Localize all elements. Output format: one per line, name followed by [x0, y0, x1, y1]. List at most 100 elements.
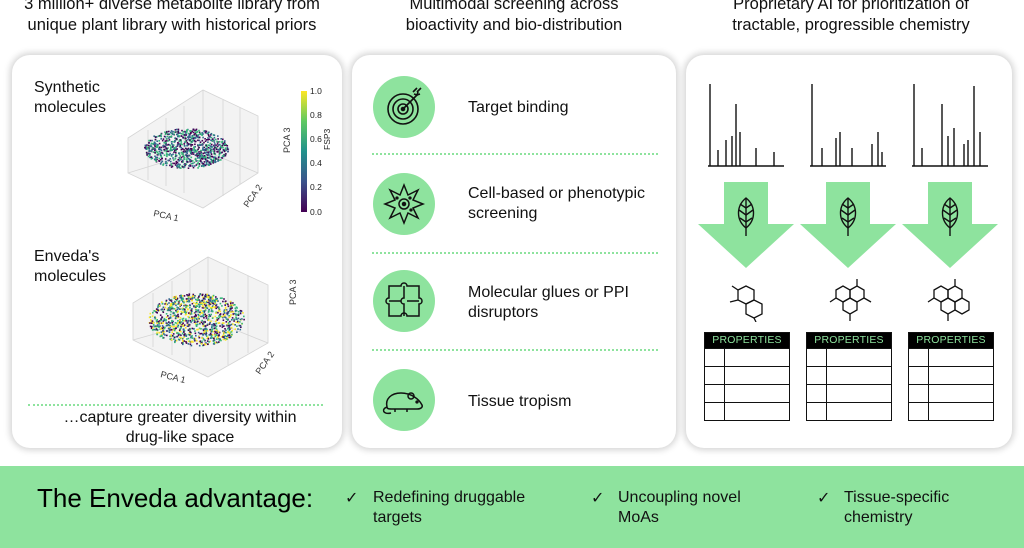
- scatter-point: [212, 305, 214, 307]
- scatter-point: [186, 294, 188, 296]
- scatter-point: [214, 335, 217, 338]
- scatter-point: [218, 316, 221, 319]
- scatter-point: [221, 297, 223, 299]
- scatter-point: [154, 136, 157, 138]
- scatter-point: [198, 306, 201, 309]
- scatter-point: [190, 336, 192, 339]
- scatter-point: [170, 339, 173, 341]
- scatter-point: [166, 322, 168, 324]
- scatter-point: [162, 311, 165, 313]
- scatter-point: [197, 331, 200, 334]
- scatter-point: [186, 300, 189, 303]
- scatter-point: [237, 321, 239, 323]
- scatter-point: [162, 333, 164, 335]
- scatter-point: [221, 141, 223, 143]
- scatter-point: [215, 138, 217, 141]
- scatter-point: [185, 300, 188, 303]
- scatter-point: [155, 325, 157, 327]
- scatter-point: [170, 325, 173, 328]
- scatter-point: [183, 143, 185, 145]
- scatter-point: [158, 146, 161, 149]
- scatter-point: [148, 139, 150, 142]
- scatter-point: [149, 150, 151, 152]
- scatter-point: [179, 146, 181, 148]
- scatter-point: [201, 294, 204, 297]
- scatter-point: [198, 131, 201, 134]
- scatter-point: [218, 322, 221, 324]
- scatter-point: [206, 330, 209, 332]
- scatter-point: [202, 156, 204, 159]
- scatter-point: [236, 318, 238, 320]
- scatter-point: [205, 147, 208, 150]
- scatter-point: [195, 150, 198, 153]
- scatter-point: [214, 306, 217, 308]
- target-icon: [387, 87, 422, 125]
- scatter-point: [170, 131, 172, 134]
- scatter-point: [174, 328, 176, 330]
- scatter-point: [196, 342, 198, 345]
- scatter-point: [212, 159, 215, 161]
- scatter-point: [170, 303, 172, 305]
- scatter-point: [176, 306, 178, 309]
- scatter-point: [237, 314, 240, 316]
- scatter-point: [151, 329, 154, 331]
- scatter-point: [189, 136, 192, 138]
- scatter-point: [198, 157, 201, 159]
- scatter-point: [225, 316, 227, 319]
- scatter-point: [191, 148, 193, 150]
- scatter-point: [192, 341, 194, 343]
- scatter-point: [208, 135, 210, 137]
- scatter-point: [229, 304, 232, 306]
- scatter-point: [201, 293, 204, 296]
- scatter-point: [172, 333, 175, 335]
- scatter-point: [177, 321, 179, 324]
- scatter-point: [224, 154, 227, 157]
- scatter-point: [192, 293, 195, 296]
- scatter-point: [212, 160, 214, 162]
- scatter-point: [233, 312, 236, 315]
- scatter-point: [181, 299, 183, 301]
- scatter-point: [181, 295, 184, 297]
- scatter-point: [211, 161, 213, 164]
- scatter-point: [226, 319, 229, 321]
- scatter-point: [221, 305, 223, 307]
- scatter-point: [219, 143, 221, 146]
- scatter-point: [198, 160, 200, 162]
- scatter-point: [185, 151, 187, 154]
- scatter-point: [219, 302, 222, 305]
- scatter-point: [183, 331, 185, 333]
- scatter-point: [188, 134, 191, 136]
- scatter-point: [166, 153, 168, 156]
- scatter-point: [184, 309, 186, 311]
- scatter-point: [185, 342, 188, 344]
- scatter-point: [177, 303, 179, 305]
- scatter-point: [199, 153, 201, 155]
- scatter-point: [156, 333, 159, 336]
- scatter-point: [170, 146, 172, 148]
- scatter-point: [234, 324, 236, 326]
- scatter-point: [170, 334, 172, 336]
- scatter-point: [190, 162, 193, 165]
- scatter-point: [201, 161, 203, 164]
- scatter-point: [183, 304, 185, 307]
- scatter-point: [203, 317, 205, 319]
- scatter-point: [227, 334, 229, 337]
- scatter-point: [214, 153, 217, 156]
- scatter-point: [178, 160, 180, 162]
- synthetic-molecules-label: Synthetic molecules: [34, 79, 107, 116]
- scatter-point: [223, 298, 225, 300]
- scatter-point: [200, 165, 203, 167]
- scatter-point: [193, 161, 196, 164]
- scatter-point: [187, 149, 190, 151]
- scatter-point: [216, 330, 218, 333]
- scatter-point: [205, 301, 208, 304]
- scatter-point: [196, 302, 198, 305]
- scatter-point: [237, 313, 240, 315]
- pca-scatter-enveda: PCA 1 PCA 2 PCA 3: [132, 256, 298, 385]
- scatter-point: [211, 145, 213, 148]
- scatter-point: [173, 133, 175, 135]
- scatter-point: [185, 140, 188, 142]
- scatter-point: [180, 313, 182, 315]
- scatter-point: [243, 318, 245, 321]
- scatter-point: [222, 155, 225, 158]
